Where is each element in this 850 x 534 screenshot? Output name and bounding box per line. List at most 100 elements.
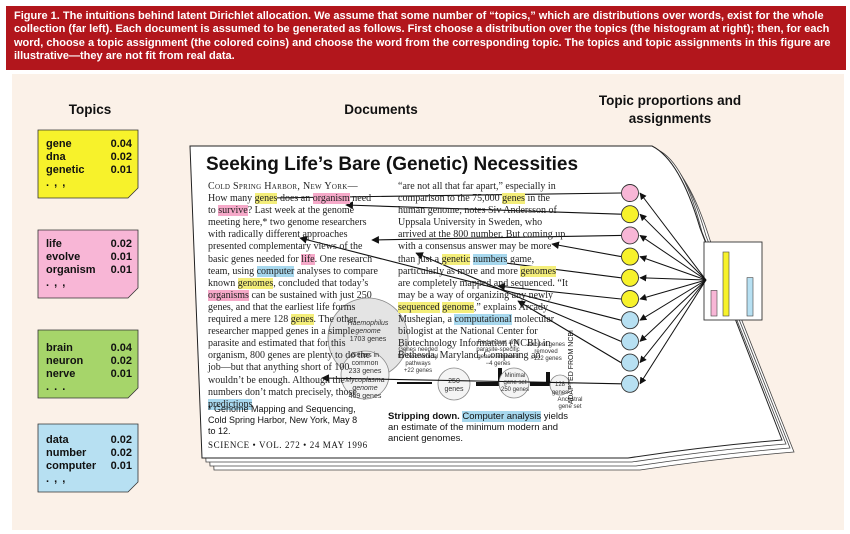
topic-prob: 0.02 xyxy=(110,355,132,367)
topic-coin xyxy=(621,205,639,224)
topic-word: genetic xyxy=(46,164,85,176)
journal-line: SCIENCE • VOL. 272 • 24 MAY 1996 xyxy=(208,440,368,450)
proportion-arrow xyxy=(639,234,707,281)
article-text-run: . One research team, using xyxy=(208,253,373,277)
highlighted-word: genome xyxy=(442,301,474,313)
topic-word: gene xyxy=(46,138,72,150)
topic-word: nerve xyxy=(46,368,76,380)
redundant-label: Redundant and parasite-specific genes re… xyxy=(476,340,520,367)
article-text-run: can be sustained with just 250 genes, an… xyxy=(208,289,372,326)
article-column-1: Cold Spring Harbor, New York— How many g… xyxy=(208,181,378,411)
article-text-run: in the human genome, notes Siv Andersson… xyxy=(398,193,566,265)
topic-prob: 0.01 xyxy=(110,368,132,380)
topic-coin xyxy=(621,268,639,287)
proportion-arrow xyxy=(639,279,707,342)
article-text-run: ,” explains Arcady Mushegian, a xyxy=(398,301,548,326)
assignment-arrow xyxy=(415,252,622,342)
highlighted-word: organism xyxy=(312,193,350,205)
topic-coin xyxy=(621,226,639,245)
article-text-run: Although the numbers don’t match precise… xyxy=(208,374,357,398)
article-text-run: “are not all that far apart,” especially… xyxy=(398,181,556,205)
highlighted-word: numbers xyxy=(472,253,508,265)
article-text-run: does an xyxy=(277,193,313,205)
inset-caption: Stripping down. Computer analysis yields… xyxy=(388,411,569,444)
topic-word: neuron xyxy=(46,355,84,367)
topic-word: organism xyxy=(46,264,96,276)
topic-ellipsis: . . . xyxy=(46,381,67,393)
topic-prob: 0.01 xyxy=(110,264,132,276)
topic-prob: 0.02 xyxy=(110,151,132,163)
topic-prob: 0.01 xyxy=(110,460,132,472)
proportion-arrow xyxy=(639,213,707,281)
assignment-arrow xyxy=(551,241,622,258)
article-text-run: ? Last week at the genome meeting here,*… xyxy=(208,205,367,265)
g128-label: 128 genes xyxy=(551,382,569,396)
highlighted-word: genes xyxy=(290,314,314,326)
proportion-arrow xyxy=(639,279,707,301)
highlighted-word: genes xyxy=(502,193,525,205)
proportion-arrow xyxy=(639,279,707,364)
article-text-run: game, particularly as more and more xyxy=(398,253,535,277)
article-text-run: How many xyxy=(208,193,255,205)
topic-ellipsis: . , , xyxy=(46,473,67,485)
topic-ellipsis: . , , xyxy=(46,177,67,189)
topic-prob: 0.02 xyxy=(110,447,132,459)
article-text-run: , concluded that today’s xyxy=(273,277,369,289)
proportion-arrow xyxy=(639,279,707,321)
proportion-arrow xyxy=(639,279,707,385)
article-text-run: need to xyxy=(208,193,372,217)
topic-coins xyxy=(621,184,639,393)
genes-needed-label: Genes needed for biochemical pathways+22… xyxy=(397,347,439,374)
topic-coin xyxy=(621,374,639,393)
highlighted-word: sequenced xyxy=(398,301,440,313)
topic-coin xyxy=(621,311,639,330)
highlighted-word: computer xyxy=(256,265,295,277)
highlighted-word: organisms xyxy=(208,289,249,301)
topic-prob: 0.04 xyxy=(110,138,132,150)
assignment-arrow xyxy=(345,201,622,215)
topic-proportion-histogram xyxy=(703,241,763,321)
minimal-circle xyxy=(498,367,530,399)
highlighted-word: life xyxy=(301,253,315,265)
topics-heading: Topics xyxy=(68,102,112,117)
topic-prob: 0.02 xyxy=(110,434,132,446)
documents-heading: Documents xyxy=(344,102,418,117)
topic-ellipsis: . , , xyxy=(46,277,67,289)
ancestral-circle xyxy=(549,374,571,396)
assignment-arrow xyxy=(371,234,622,244)
topic-word: brain xyxy=(46,342,73,354)
topic-note-gene xyxy=(37,129,139,199)
assignment-arrow xyxy=(517,300,622,364)
proportions-heading: Topic proportions and assignments xyxy=(598,93,742,126)
highlighted-word: genomes xyxy=(520,265,556,277)
article-text-run: . The other researcher mapped genes in a… xyxy=(208,314,371,386)
ancient-removed-label: Ancient genes removed−122 genes xyxy=(526,342,566,362)
topic-coin xyxy=(621,353,639,372)
proportion-arrow xyxy=(639,255,707,281)
topic-notes xyxy=(37,129,139,493)
mycoplasma-circle xyxy=(340,350,390,400)
article-text-run: are completely mapped and sequenced. “It… xyxy=(398,277,568,301)
proportion-arrow xyxy=(639,192,707,281)
assignment-arrow xyxy=(299,235,622,321)
assignment-arrow xyxy=(497,282,622,300)
topic-coin xyxy=(621,332,639,351)
highlighted-word: computational xyxy=(454,314,512,326)
g250-label: 250 genes xyxy=(444,378,464,393)
topic-word: dna xyxy=(46,151,66,163)
topic-word: data xyxy=(46,434,69,446)
topic-prob: 0.01 xyxy=(110,251,132,263)
article-headline: Seeking Life’s Bare (Genetic) Necessitie… xyxy=(206,154,579,175)
article-column-1-body: How many genes does an organism need to … xyxy=(208,193,378,410)
sidebar-credit: ADAPTED FROM NCBI xyxy=(568,330,575,405)
topic-coin xyxy=(621,184,639,202)
ancestral-label: Ancestral gene set xyxy=(557,397,583,410)
highlighted-word: survive xyxy=(218,205,248,217)
